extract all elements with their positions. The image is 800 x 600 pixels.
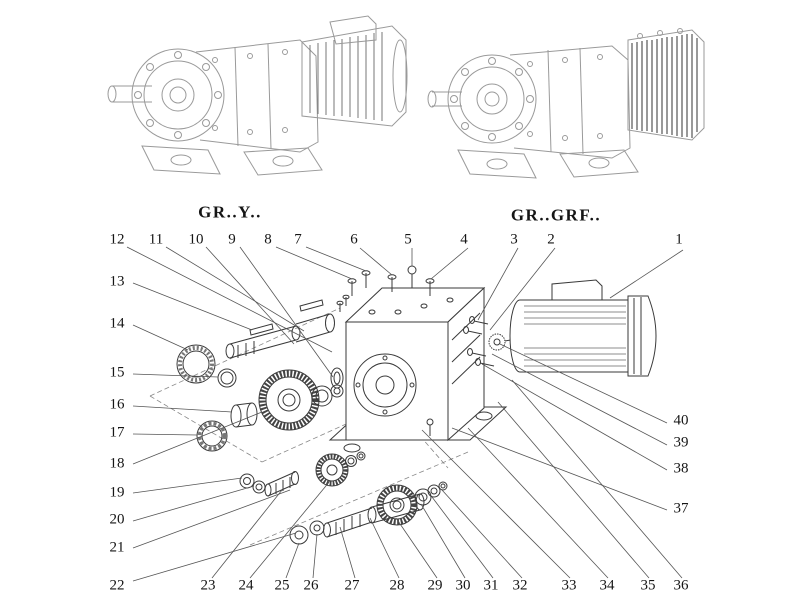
callout-10: 10 (188, 231, 204, 248)
callout-37: 37 (673, 500, 689, 517)
callout-33: 33 (561, 577, 577, 594)
overview-drawing-gr-y (107, 15, 408, 176)
callout-27: 27 (344, 577, 360, 594)
callout-1: 1 (675, 231, 683, 248)
variant-label-gr-y: GR..Y.. (198, 202, 262, 222)
callout-25: 25 (274, 577, 290, 594)
input-shaft-assembly (225, 299, 344, 389)
callout-7: 7 (294, 231, 302, 248)
callout-36: 36 (673, 577, 689, 594)
callout-13: 13 (109, 273, 125, 290)
gearbox-housing (328, 286, 508, 453)
callout-28: 28 (389, 577, 405, 594)
callout-5: 5 (404, 231, 412, 248)
seals-and-bearings-left (176, 344, 258, 452)
callout-23: 23 (200, 577, 216, 594)
variant-label-gr-grf: GR..GRF.. (510, 205, 602, 225)
callout-14: 14 (109, 315, 125, 332)
callout-11: 11 (148, 231, 164, 248)
callout-17: 17 (109, 424, 125, 441)
callout-32: 32 (512, 577, 528, 594)
overview-drawing-gr-grf (427, 28, 705, 179)
callout-20: 20 (109, 511, 125, 528)
intermediate-shaft-assembly (239, 451, 366, 497)
callout-40: 40 (673, 412, 689, 429)
large-helical-gear (258, 369, 344, 431)
callout-38: 38 (673, 460, 689, 477)
callout-9: 9 (228, 231, 236, 248)
callout-6: 6 (350, 231, 358, 248)
callout-26: 26 (303, 577, 319, 594)
callout-12: 12 (109, 231, 125, 248)
callout-22: 22 (109, 577, 125, 594)
leader-lines (126, 246, 684, 582)
callout-16: 16 (109, 396, 125, 413)
callout-15: 15 (109, 364, 125, 381)
callout-18: 18 (109, 455, 125, 472)
callout-8: 8 (264, 231, 272, 248)
callout-31: 31 (483, 577, 499, 594)
output-shaft-assembly (289, 481, 448, 545)
callout-3: 3 (510, 231, 518, 248)
callout-4: 4 (460, 231, 468, 248)
callout-35: 35 (640, 577, 656, 594)
callout-29: 29 (427, 577, 443, 594)
callout-30: 30 (455, 577, 471, 594)
electric-motor (509, 279, 657, 377)
callout-21: 21 (109, 539, 125, 556)
callout-24: 24 (238, 577, 254, 594)
callout-19: 19 (109, 484, 125, 501)
callout-39: 39 (673, 434, 689, 451)
callout-34: 34 (599, 577, 615, 594)
exploded-view-drawing (126, 246, 684, 582)
callout-2: 2 (547, 231, 555, 248)
